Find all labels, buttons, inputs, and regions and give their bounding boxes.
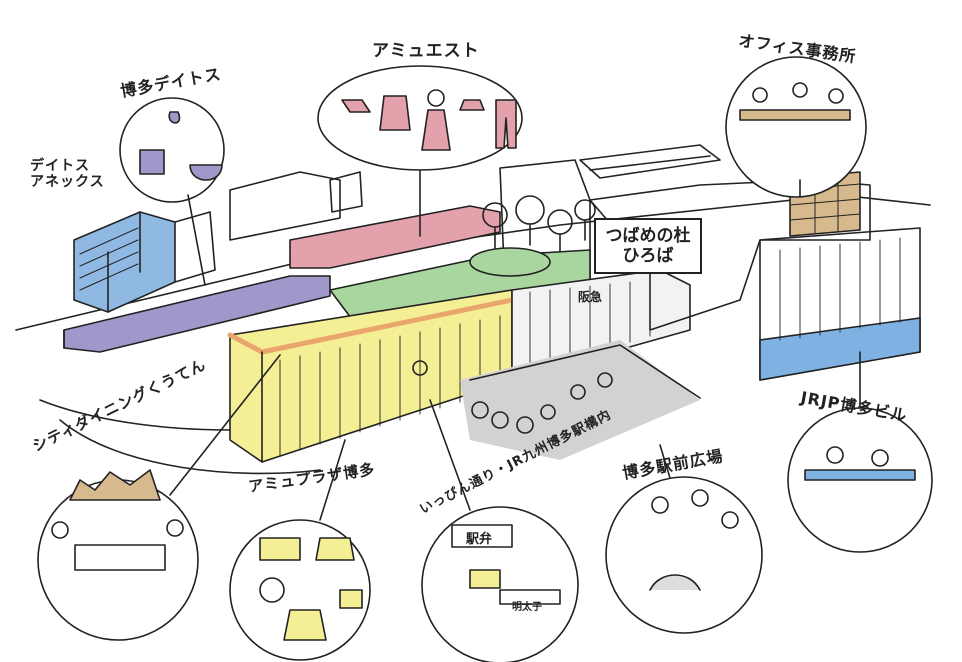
tsubame-forest-line2: ひろば xyxy=(622,246,674,266)
amu-est-items xyxy=(341,89,517,151)
ippin-scene xyxy=(451,524,561,605)
hakata-deitos-strip xyxy=(63,275,331,353)
plaza-band-scene xyxy=(649,489,739,591)
label-deitos-annex-line2: アネックス xyxy=(30,174,105,191)
ground-curve-left xyxy=(39,399,231,431)
label-hankyu: 阪急 xyxy=(578,290,603,304)
label-amu-est: アミュエスト xyxy=(372,41,480,61)
deitos-icons xyxy=(139,111,223,181)
leader-ippin xyxy=(429,399,471,511)
deitos-annex-building xyxy=(73,211,216,313)
upper-block-tower xyxy=(329,171,363,213)
city-dining-scene xyxy=(51,469,184,571)
office-scene xyxy=(739,82,851,121)
label-deitos-annex-line1: デイトス xyxy=(30,158,90,174)
label-deitos-annex: デイトス アネックス xyxy=(30,158,105,190)
jrjp-hakata-building xyxy=(759,227,921,381)
road-curve xyxy=(59,419,321,475)
callout-station-plaza xyxy=(605,476,763,634)
shop-sign-mentaiko: 明太子 xyxy=(512,602,542,613)
tsubame-forest-line1: つばめの杜 xyxy=(605,225,691,246)
leader-amu-plaza xyxy=(319,439,346,521)
tsubame-forest-sign: つばめの杜 ひろば xyxy=(594,218,702,274)
amu-plaza-building xyxy=(227,289,515,463)
jrjp-scene xyxy=(804,446,916,481)
callout-office xyxy=(725,56,867,198)
leader-deitos xyxy=(187,194,206,286)
amu-plaza-items xyxy=(259,537,363,641)
callout-amu-est xyxy=(317,65,523,171)
amu-est-strip xyxy=(289,205,501,269)
leader-city-dining xyxy=(169,354,281,496)
station-plaza xyxy=(460,340,701,460)
leader-plaza xyxy=(659,444,671,479)
upper-block-left xyxy=(229,171,341,241)
shop-sign-ekiben: 駅弁 xyxy=(466,532,493,547)
train-platform xyxy=(579,144,721,179)
